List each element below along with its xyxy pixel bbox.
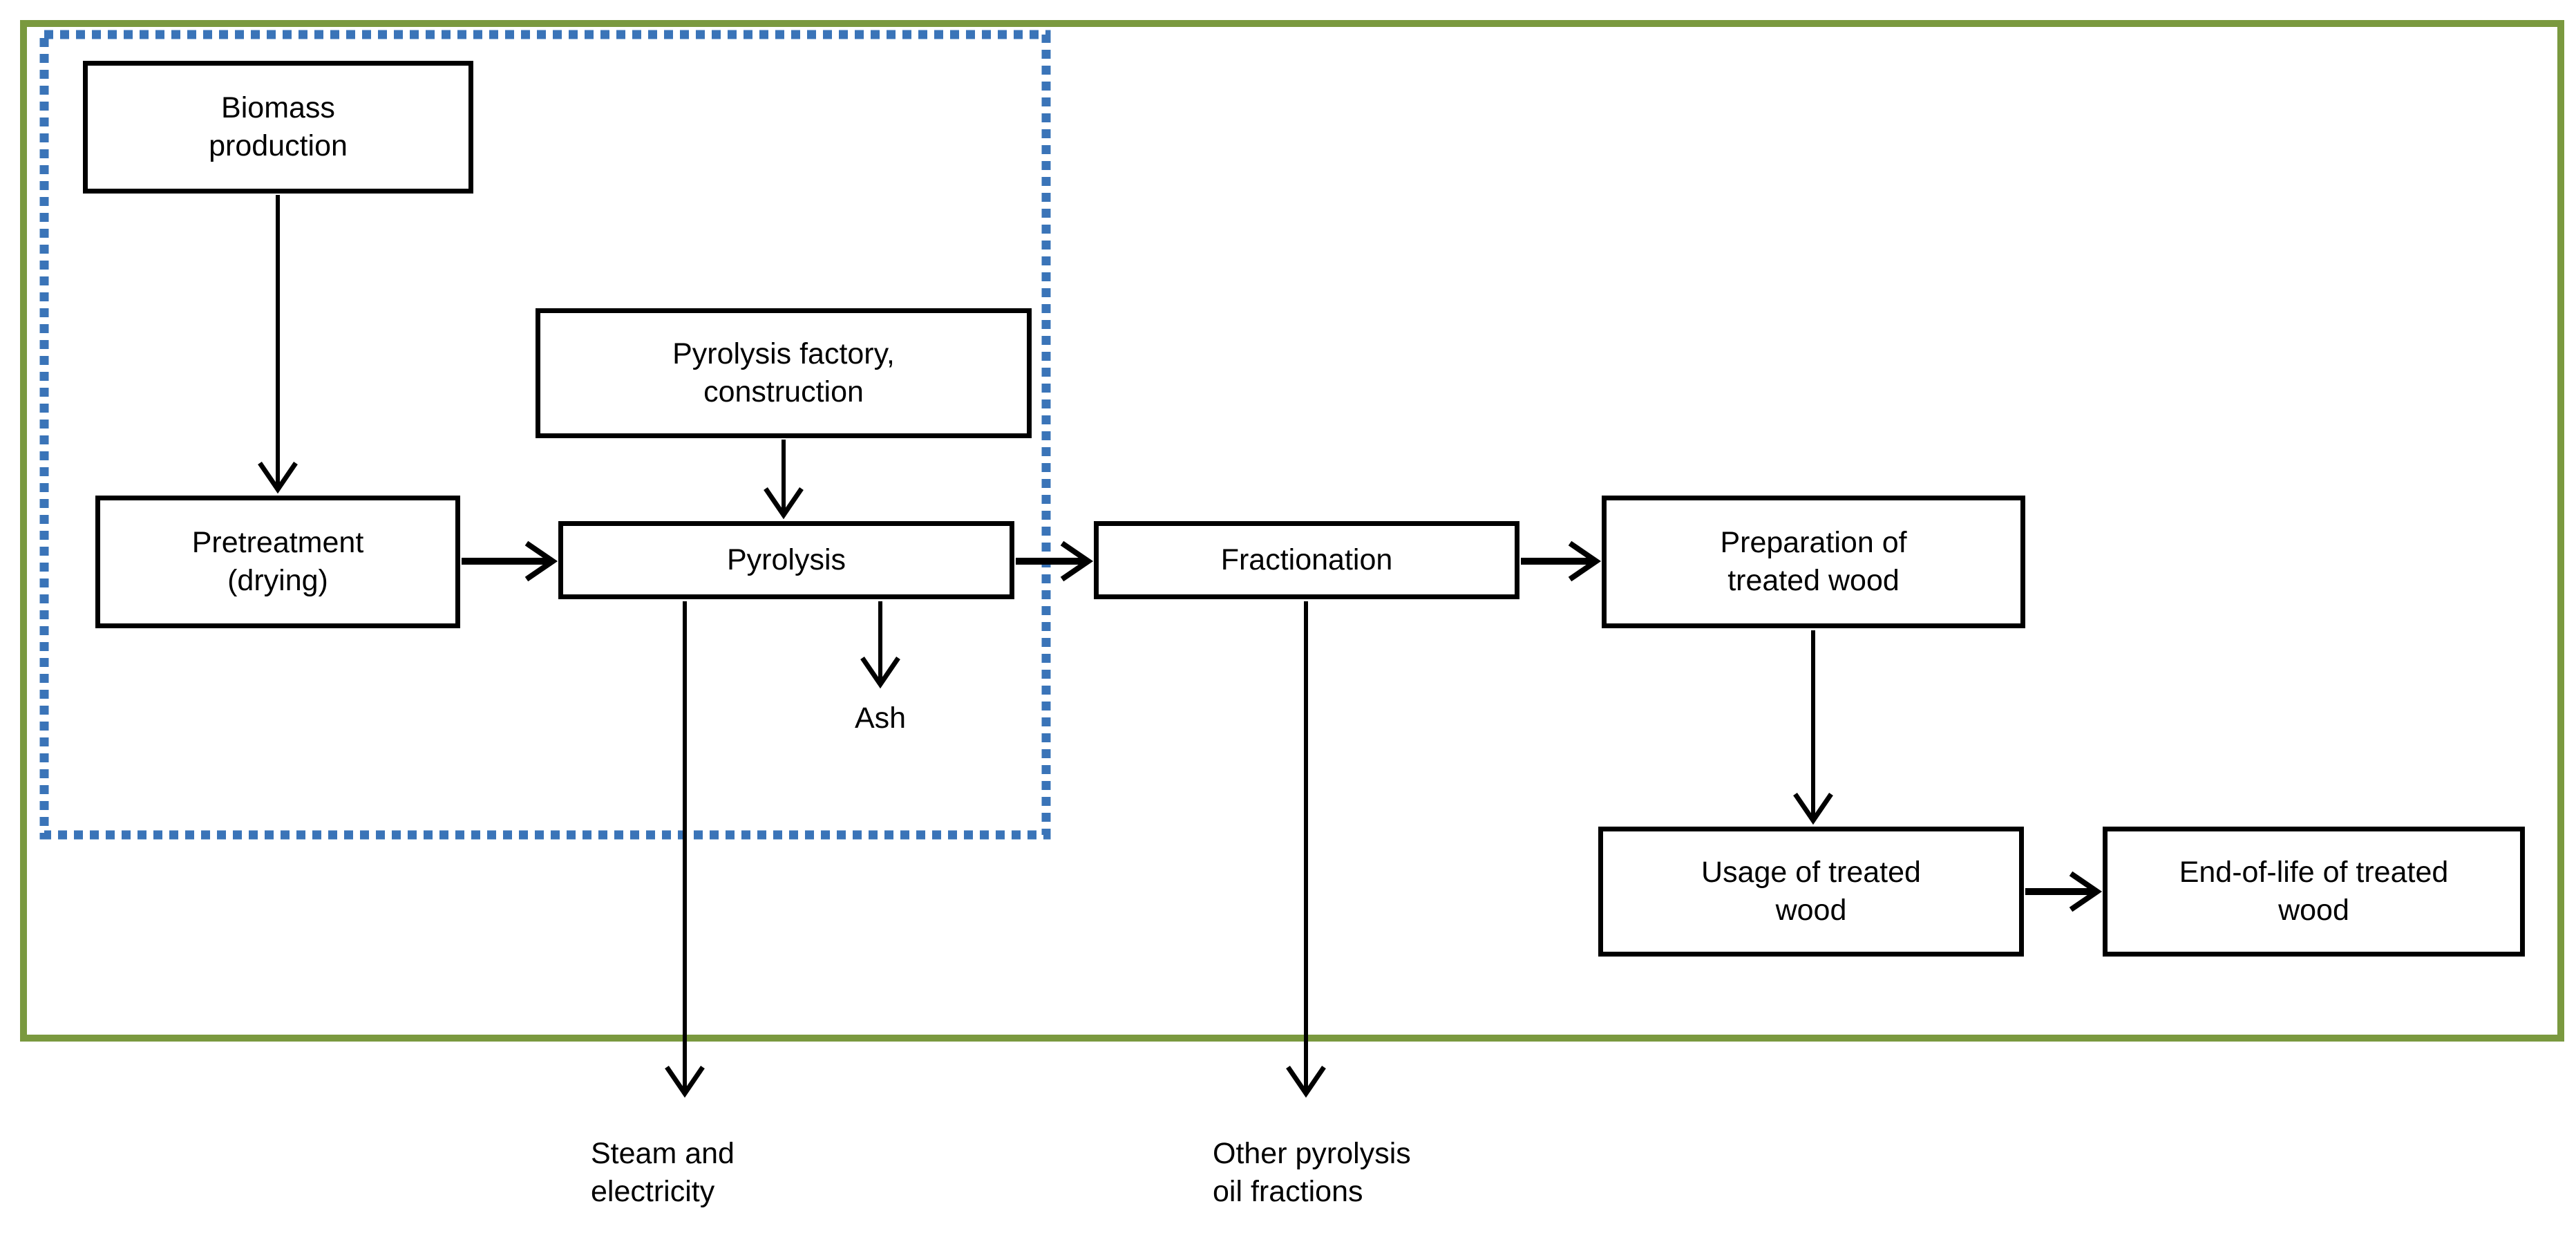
box-preparation-of-treated-wood: Preparation of treated wood [1602, 496, 2025, 628]
box-preparation-of-treated-wood-label: Preparation of treated wood [1720, 526, 1907, 597]
box-biomass-production-label: Biomass production [209, 91, 348, 162]
steam-and-electricity-output-label: Steam and electricity [591, 1137, 735, 1208]
box-pretreatment-drying: Pretreatment (drying) [95, 496, 460, 628]
box-biomass-production: Biomass production [83, 61, 473, 194]
ash-output-label: Ash [854, 702, 907, 735]
box-fractionation-label: Fractionation [1220, 543, 1393, 576]
box-usage-of-treated-wood-label: Usage of treated wood [1701, 856, 1921, 927]
box-end-of-life-of-treated-wood-label: End-of-life of treated wood [2179, 856, 2449, 927]
box-usage-of-treated-wood: Usage of treated wood [1598, 827, 2024, 957]
box-fractionation: Fractionation [1094, 521, 1519, 599]
box-pyrolysis-label: Pyrolysis [726, 543, 846, 576]
other-pyrolysis-oil-fractions-output-label: Other pyrolysis oil fractions [1213, 1137, 1411, 1208]
box-pyrolysis: Pyrolysis [558, 521, 1014, 599]
box-pyrolysis-factory-construction: Pyrolysis factory, construction [536, 308, 1032, 438]
box-pyrolysis-factory-construction-label: Pyrolysis factory, construction [672, 337, 895, 408]
box-end-of-life-of-treated-wood: End-of-life of treated wood [2103, 827, 2525, 957]
box-pretreatment-drying-label: Pretreatment (drying) [191, 526, 364, 597]
